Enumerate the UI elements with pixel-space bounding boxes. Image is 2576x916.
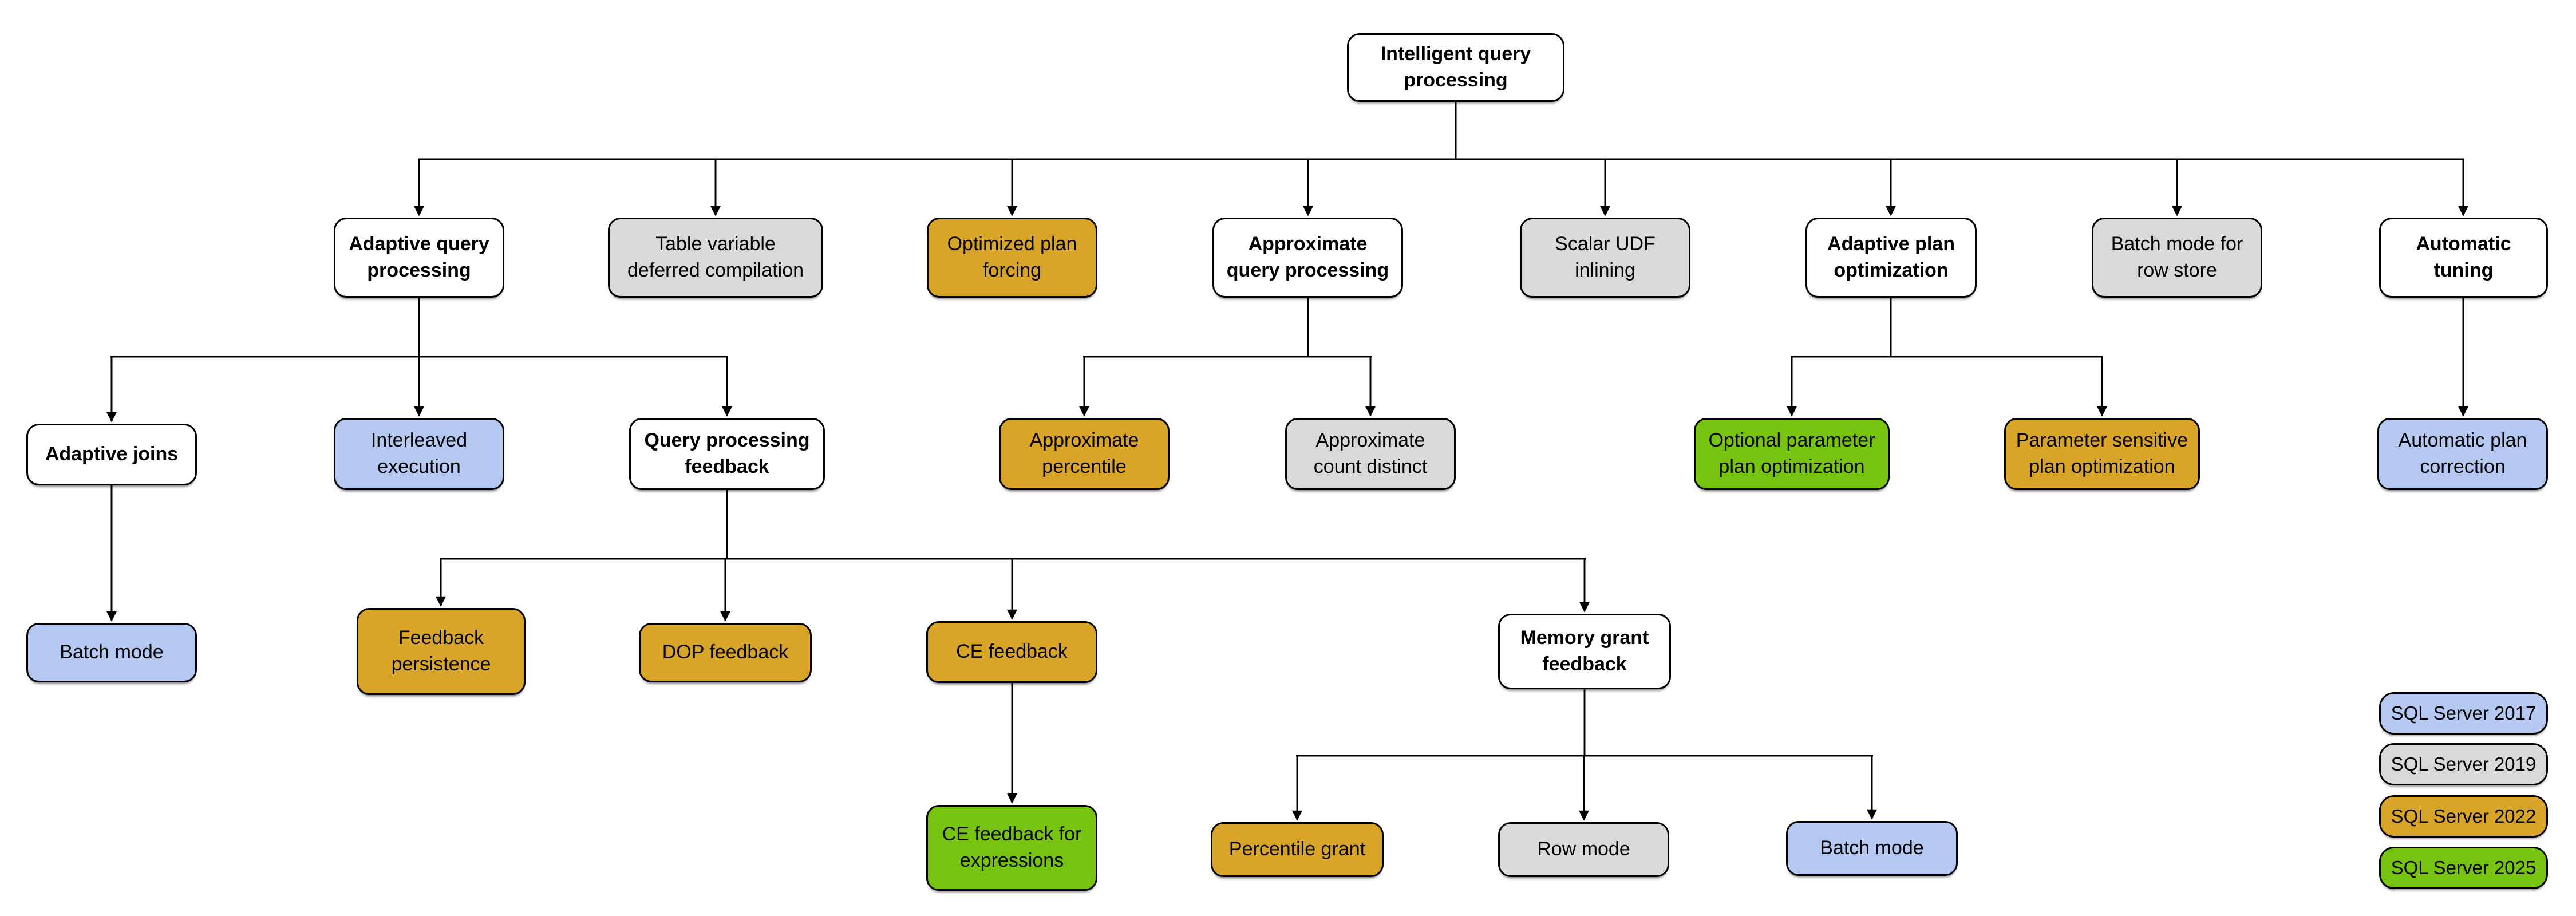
node-automatic-plan-correction: Automatic plan correction: [2377, 418, 2548, 490]
node-query-processing-feedback: Query processing feedback: [629, 418, 825, 490]
node-intelligent-query-processing: Intelligent query processing: [1347, 33, 1564, 102]
node-adaptive-query-processing: Adaptive query processing: [334, 218, 504, 298]
node-ce-feedback-for-expressions: CE feedback for expressions: [926, 805, 1097, 891]
node-adaptive-joins: Adaptive joins: [26, 424, 197, 485]
node-dop-feedback: DOP feedback: [639, 623, 812, 682]
node-approximate-query-processing: Approximate query processing: [1212, 218, 1403, 298]
node-optimized-plan-forcing: Optimized plan forcing: [927, 218, 1097, 298]
node-scalar-udf-inlining: Scalar UDF inlining: [1520, 218, 1690, 298]
connector-root-to-level2: [414, 102, 2468, 216]
node-batch-mode-memory-grant: Batch mode: [1786, 821, 1958, 876]
legend-sql-server-2019: SQL Server 2019: [2379, 743, 2548, 785]
node-memory-grant-feedback: Memory grant feedback: [1498, 614, 1671, 689]
connector-aqp-to-children: [106, 298, 732, 423]
node-batch-mode-adaptive-joins: Batch mode: [26, 623, 197, 682]
node-feedback-persistence: Feedback persistence: [357, 608, 526, 695]
node-percentile-grant: Percentile grant: [1211, 822, 1384, 877]
node-parameter-sensitive-plan-optimization: Parameter sensitive plan optimization: [2004, 418, 2200, 490]
node-batch-mode-for-row-store: Batch mode for row store: [2092, 218, 2262, 298]
connector-apo-to-children: [1787, 298, 2107, 417]
node-adaptive-plan-optimization: Adaptive plan optimization: [1805, 218, 1977, 298]
node-row-mode: Row mode: [1498, 822, 1669, 877]
node-automatic-tuning: Automatic tuning: [2379, 218, 2548, 298]
node-approximate-percentile: Approximate percentile: [999, 418, 1170, 490]
legend-sql-server-2017: SQL Server 2017: [2379, 692, 2548, 735]
connector-qpf-to-children: [436, 490, 1590, 622]
legend-sql-server-2025: SQL Server 2025: [2379, 847, 2548, 889]
node-approximate-count-distinct: Approximate count distinct: [1285, 418, 1456, 490]
node-interleaved-execution: Interleaved execution: [334, 418, 504, 490]
connector-apqp-to-children: [1079, 298, 1376, 417]
node-optional-parameter-plan-optimization: Optional parameter plan optimization: [1694, 418, 1890, 490]
legend-sql-server-2022: SQL Server 2022: [2379, 795, 2548, 838]
node-ce-feedback: CE feedback: [926, 621, 1097, 683]
connector-mgf-to-children: [1292, 689, 1877, 821]
node-table-variable-deferred-compilation: Table variable deferred compilation: [608, 218, 823, 298]
